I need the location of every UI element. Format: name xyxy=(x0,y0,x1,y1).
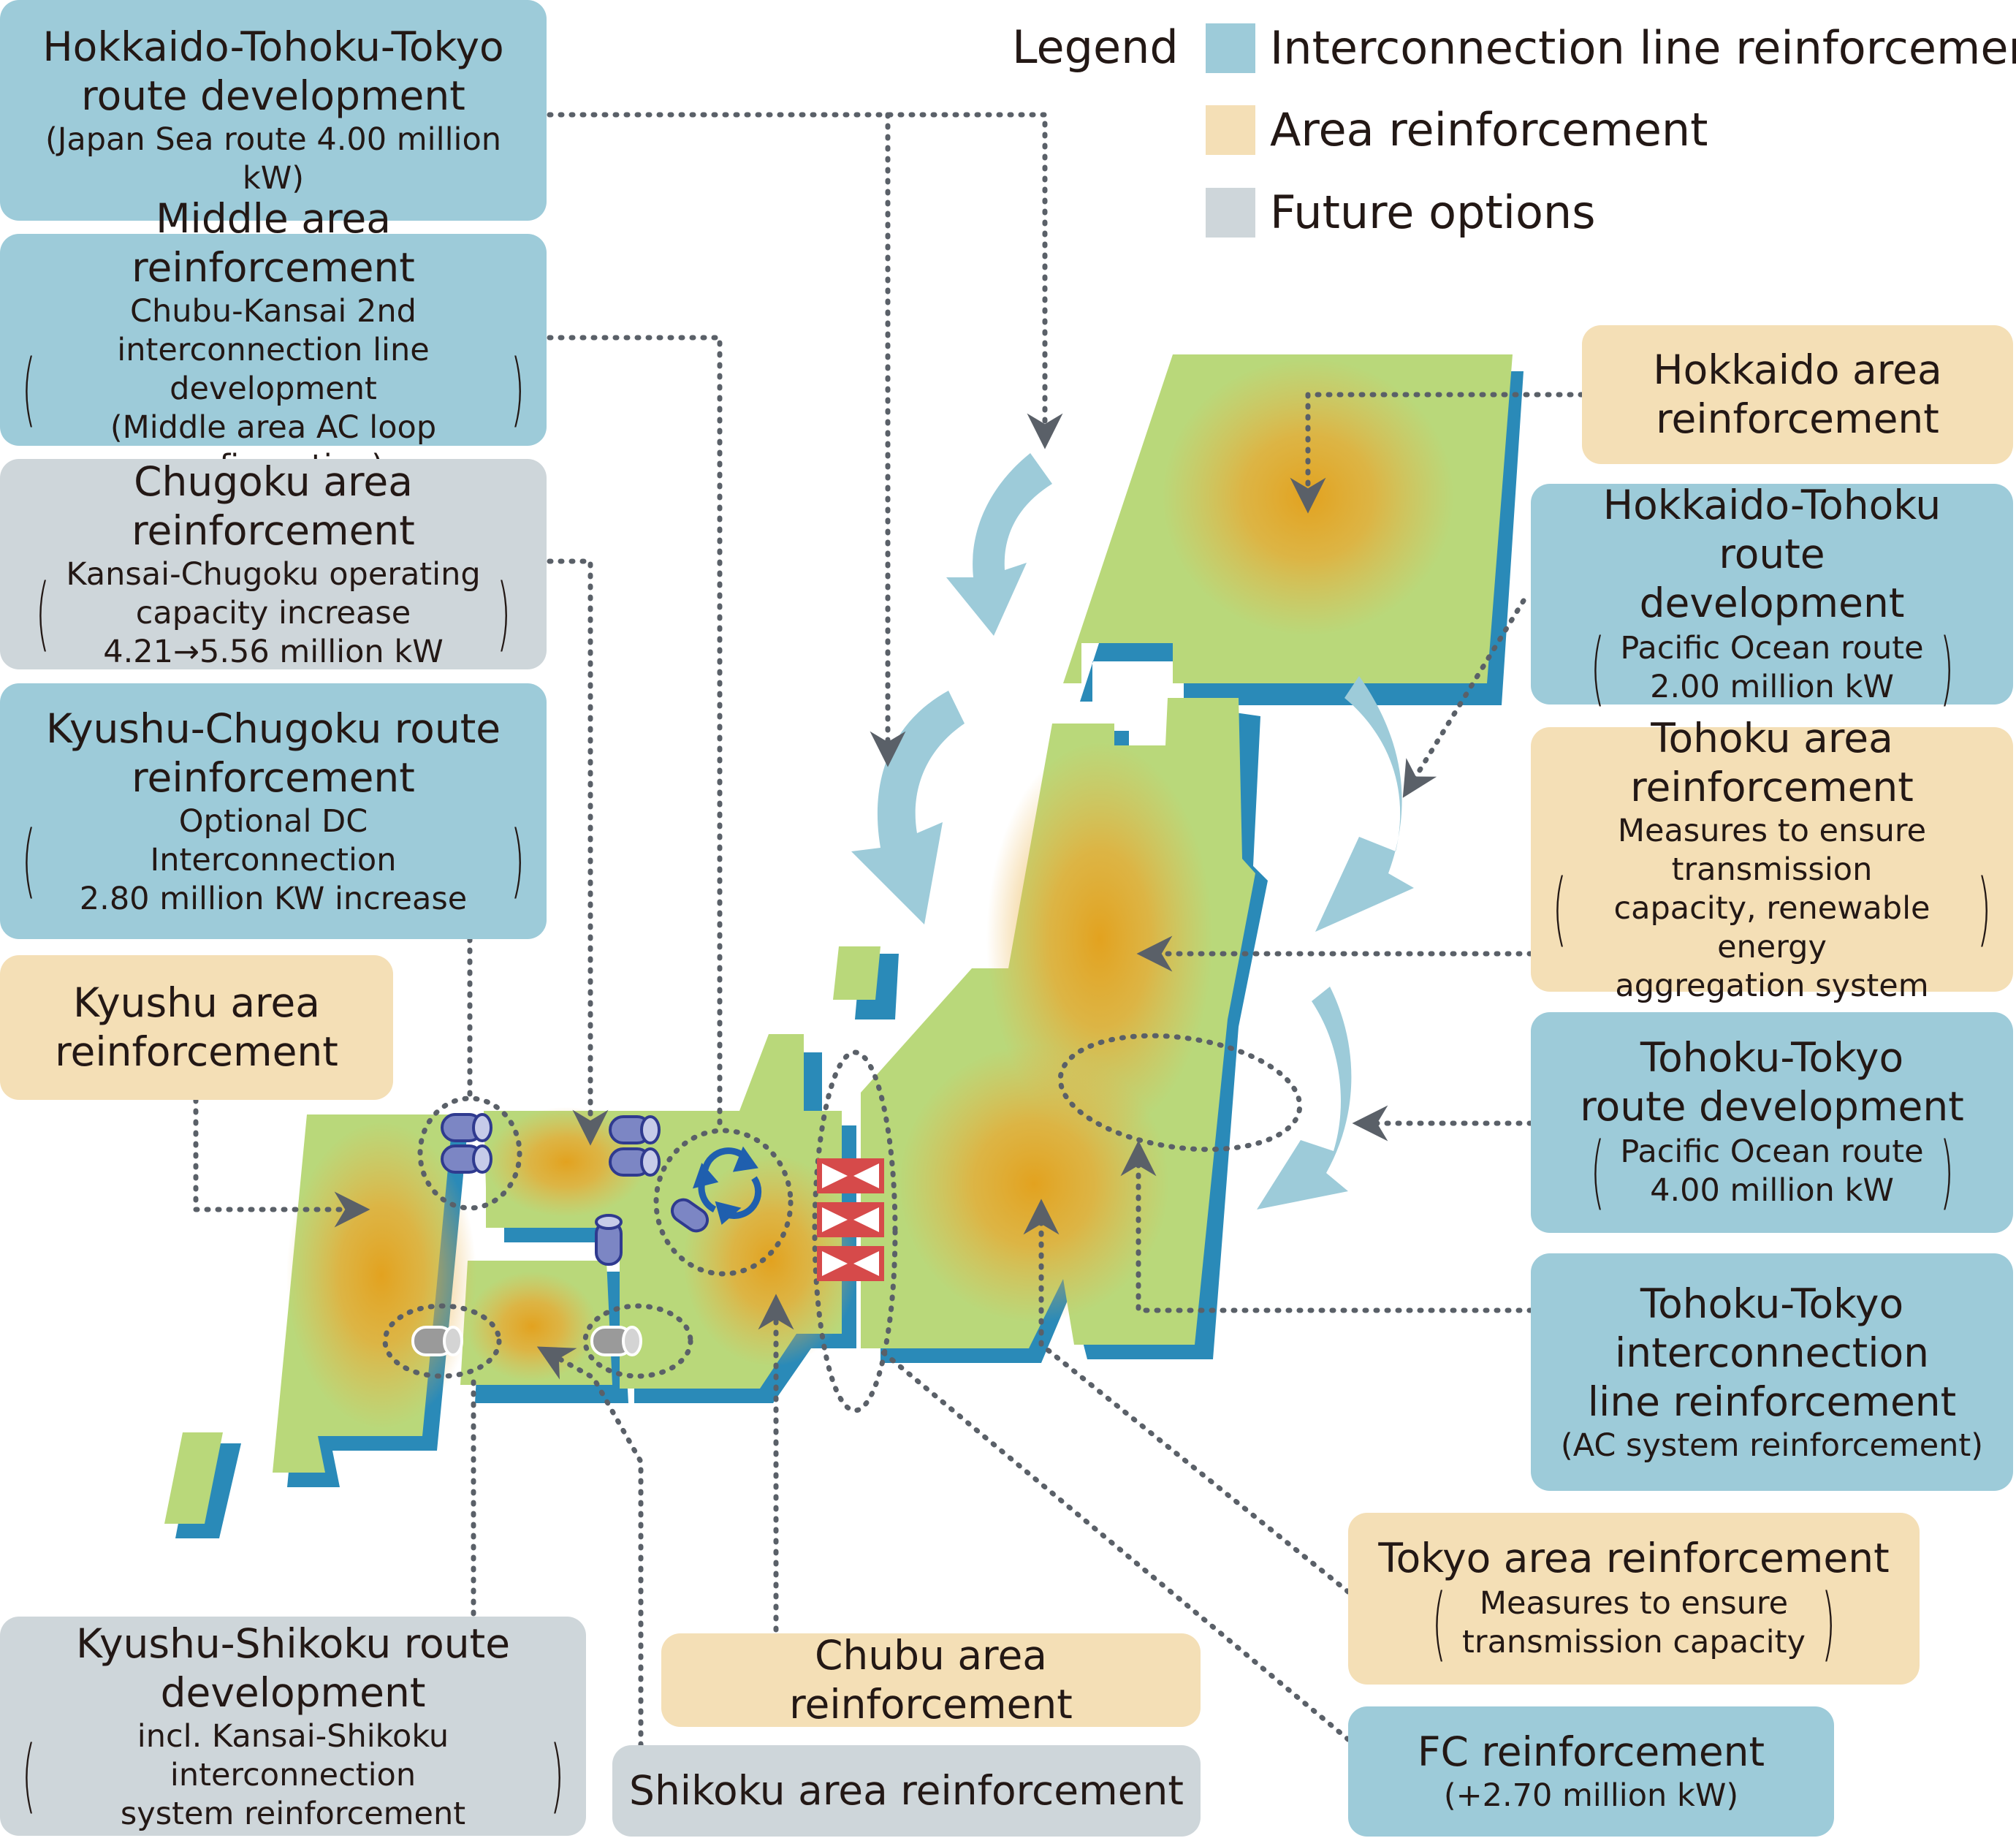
box-title: Hokkaido-Tohoku route development xyxy=(1602,481,1941,626)
box-hokkaido-tohoku-route: Hokkaido-Tohoku route development ( Paci… xyxy=(1531,481,2013,715)
box-detail-group: ( Optional DC Interconnection 2.80 milli… xyxy=(21,802,525,917)
box-title: FC reinforcement xyxy=(1417,1728,1765,1775)
box-hokkaido-area-reinforcement: Hokkaido area reinforcement xyxy=(1582,325,2013,464)
box-title: Hokkaido-Tohoku-Tokyo route development xyxy=(42,23,504,119)
legend-swatch-blue xyxy=(1206,23,1255,73)
box-tohoku-tokyo-interconnection: Tohoku-Tokyo interconnection line reinfo… xyxy=(1531,1253,2013,1491)
box-detail: Measures to ensure transmission capacity xyxy=(1462,1585,1806,1660)
box-chugoku-area-reinforcement: Chugoku area reinforcement ( Kansai-Chug… xyxy=(0,457,547,670)
box-title: Shikoku area reinforcement xyxy=(629,1767,1184,1814)
box-title: Chugoku area reinforcement xyxy=(132,457,415,554)
box-fc-reinforcement: FC reinforcement (+2.70 million kW) xyxy=(1348,1706,1834,1837)
box-detail: (Japan Sea route 4.00 million kW) xyxy=(45,121,502,197)
frequency-converter-icons xyxy=(817,1158,884,1281)
box-tokyo-area-reinforcement: Tokyo area reinforcement ( Measures to e… xyxy=(1348,1513,1920,1685)
box-title: Tokyo area reinforcement xyxy=(1378,1535,1890,1581)
converter-icon-kyushu-chugoku xyxy=(441,1113,492,1174)
box-hokkaido-tohoku-tokyo-route: Hokkaido-Tohoku-Tokyo route development … xyxy=(0,0,547,221)
box-title: Hokkaido area reinforcement xyxy=(1653,346,1942,442)
box-detail: Kansai-Chugoku operating capacity increa… xyxy=(66,555,481,670)
box-detail: (AC system reinforcement) xyxy=(1560,1427,1984,1464)
legend-label: Area reinforcement xyxy=(1270,103,1708,156)
box-title: Tohoku-Tokyo route development xyxy=(1580,1034,1964,1130)
box-detail: incl. Kansai-Shikoku interconnection sys… xyxy=(120,1717,466,1832)
box-kyushu-shikoku-route: Kyushu-Shikoku route development ( incl.… xyxy=(0,1617,586,1836)
legend-item-future: Future options xyxy=(1206,186,1596,239)
legend-title: Legend xyxy=(1012,20,1179,74)
legend-item-interconnection: Interconnection line reinforcement xyxy=(1206,22,2016,75)
box-title: Middle area reinforcement xyxy=(132,194,415,291)
box-detail: Pacific Ocean route 4.00 million kW xyxy=(1620,1133,1924,1209)
box-detail-group: ( Kansai-Chugoku operating capacity incr… xyxy=(36,555,511,670)
box-detail-group: ( Measures to ensure transmission capaci… xyxy=(1431,1576,1836,1670)
box-detail: (+2.70 million kW) xyxy=(1443,1777,1739,1814)
box-shikoku-area-reinforcement: Shikoku area reinforcement xyxy=(612,1745,1201,1837)
legend-swatch-tan xyxy=(1206,105,1255,155)
converter-icon-chugoku xyxy=(609,1115,661,1177)
legend-label: Future options xyxy=(1270,186,1596,239)
box-detail-group: ( Pacific Ocean route 2.00 million kW ) xyxy=(1590,620,1954,715)
islet-southwest xyxy=(164,1432,223,1524)
box-detail-group: ( Pacific Ocean route 4.00 million kW ) xyxy=(1590,1125,1954,1218)
box-detail: Optional DC Interconnection 2.80 million… xyxy=(79,802,468,917)
ac-loop-icon xyxy=(692,1146,762,1226)
box-title: Tohoku area reinforcement xyxy=(1630,714,1914,810)
box-detail: Pacific Ocean route 2.00 million kW xyxy=(1620,629,1924,705)
cable-icon-future xyxy=(411,1326,642,1356)
box-detail: Measures to ensure transmission capacity… xyxy=(1613,812,1931,1004)
box-chubu-area-reinforcement: Chubu area reinforcement xyxy=(661,1632,1201,1728)
legend-swatch-gray xyxy=(1206,188,1255,238)
box-title: Kyushu-Chugoku route reinforcement xyxy=(45,705,501,801)
cable-icon-kansai-shikoku xyxy=(595,1198,710,1266)
box-title: Kyushu-Shikoku route development xyxy=(75,1619,511,1716)
box-title: Chubu area reinforcement xyxy=(789,1632,1073,1728)
interconnection-flow-arrows xyxy=(851,453,1414,1209)
box-tohoku-area-reinforcement: Tohoku area reinforcement ( Measures to … xyxy=(1531,715,2013,1004)
box-middle-area-reinforcement: Middle area reinforcement ( Chubu-Kansai… xyxy=(0,195,547,485)
box-kyushu-chugoku-route: Kyushu-Chugoku route reinforcement ( Opt… xyxy=(0,683,547,939)
interconnection-rings xyxy=(382,1033,1303,1413)
legend-item-area: Area reinforcement xyxy=(1206,104,1708,156)
legend: Legend Interconnection line reinforcemen… xyxy=(1012,18,2016,245)
box-kyushu-area-reinforcement: Kyushu area reinforcement xyxy=(0,955,393,1100)
legend-label: Interconnection line reinforcement xyxy=(1270,21,2016,75)
dc-converter-icons xyxy=(411,1113,884,1356)
box-title: Tohoku-Tokyo interconnection line reinfo… xyxy=(1587,1280,1957,1425)
box-detail-group: ( incl. Kansai-Shikoku interconnection s… xyxy=(21,1717,565,1832)
islet-sado xyxy=(833,946,880,1000)
box-detail-group: ( Measures to ensure transmission capaci… xyxy=(1552,812,1992,1004)
leader-lines xyxy=(193,112,1585,1748)
box-title: Kyushu area reinforcement xyxy=(55,979,338,1075)
box-tohoku-tokyo-route: Tohoku-Tokyo route development ( Pacific… xyxy=(1531,1012,2013,1233)
